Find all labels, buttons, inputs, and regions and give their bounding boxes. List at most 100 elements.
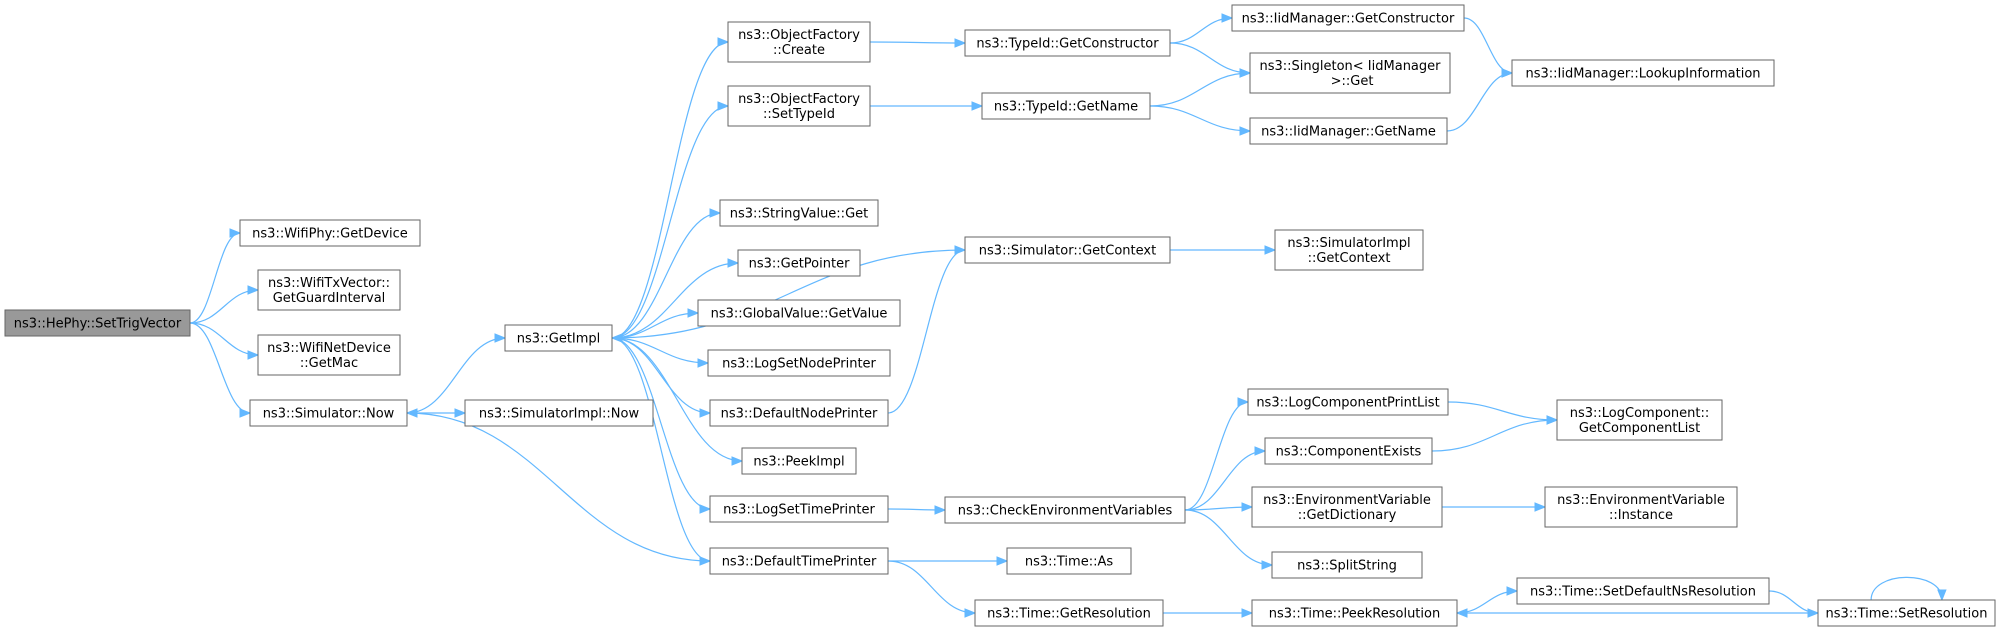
node-envdict[interactable]: ns3::EnvironmentVariable::GetDictionary [1251,486,1443,528]
edge-path-15 [611,337,711,562]
node-envinst[interactable]: ns3::EnvironmentVariable::Instance [1544,486,1738,528]
edge-path-9 [611,262,739,339]
node-compexists[interactable]: ns3::ComponentExists [1264,437,1433,465]
edge-ofsettypeid-to-tidname [870,101,984,111]
node-label-getdevice: ns3::WifiPhy::GetDevice [252,227,408,242]
node-globalget[interactable]: ns3::GlobalValue::GetValue [697,299,901,327]
edge-getimpl-to-globalget [611,308,700,339]
node-timepeekres[interactable]: ns3::Time::PeekResolution [1251,599,1458,627]
node-box-root [4,309,191,337]
node-box-iidctor [1231,4,1465,32]
node-box-envdict [1251,486,1443,528]
node-tidname[interactable]: ns3::TypeId::GetName [981,92,1151,120]
edge-path-1 [189,289,259,324]
node-tidctor[interactable]: ns3::TypeId::GetConstructor [964,29,1171,57]
node-timesetdef[interactable]: ns3::Time::SetDefaultNsResolution [1516,577,1770,605]
node-timegetres[interactable]: ns3::Time::GetResolution [974,599,1164,627]
node-root[interactable]: ns3::HePhy::SetTrigVector [4,309,191,337]
node-splitstring[interactable]: ns3::SplitString [1271,551,1423,579]
edge-arrowhead-11 [697,358,710,368]
node-label-timesetdef: ns3::Time::SetDefaultNsResolution [1530,585,1756,600]
node-deftimeprinter[interactable]: ns3::DefaultTimePrinter [709,547,889,575]
node-iidname[interactable]: ns3::IidManager::GetName [1249,117,1448,145]
node-label-getmac-line-0: ns3::WifiNetDevice [267,341,391,356]
node-label-logtimeprinter: ns3::LogSetTimePrinter [723,503,875,518]
node-box-splitstring [1271,551,1423,579]
node-getmac[interactable]: ns3::WifiNetDevice::GetMac [257,334,401,376]
node-lookup[interactable]: ns3::IidManager::LookupInformation [1511,59,1775,87]
node-timesetres[interactable]: ns3::Time::SetResolution [1817,599,1996,627]
node-box-globalget [697,299,901,327]
node-checkenv[interactable]: ns3::CheckEnvironmentVariables [944,496,1186,524]
node-ofcreate[interactable]: ns3::ObjectFactory::Create [727,21,871,63]
node-box-getpointer [737,249,861,277]
node-label-getcontext: ns3::Simulator::GetContext [979,244,1156,259]
node-getdevice[interactable]: ns3::WifiPhy::GetDevice [239,219,421,247]
node-lognodeprinter[interactable]: ns3::LogSetNodePrinter [707,349,891,377]
node-label-lognodeprinter: ns3::LogSetNodePrinter [722,357,876,372]
edge-path-5 [406,337,506,414]
edge-arrowhead-20 [1239,68,1252,78]
node-label-envinst-line-0: ns3::EnvironmentVariable [1557,493,1725,508]
edge-arrowhead-7 [717,101,730,111]
edge-arrowhead-38 [1241,608,1254,618]
edge-arrowhead-31 [1261,560,1274,570]
node-ofsettypeid[interactable]: ns3::ObjectFactory::SetTypeId [727,85,871,127]
node-box-ofcreate [727,21,871,63]
edge-getcontext-to-getimpl [610,249,966,343]
node-logprintlist[interactable]: ns3::LogComponentPrintList [1247,388,1449,416]
node-label-timeas: ns3::Time::As [1025,555,1114,570]
edge-path-14 [611,337,711,510]
node-implctx[interactable]: ns3::SimulatorImpl::GetContext [1274,229,1424,271]
edge-arrowhead-28 [1237,397,1250,407]
edge-arrowhead-5 [494,333,507,343]
node-label-deftimeprinter: ns3::DefaultTimePrinter [722,555,877,570]
node-stringget[interactable]: ns3::StringValue::Get [719,199,879,227]
edge-arrowhead-14 [699,504,712,514]
node-box-implnow [464,399,654,427]
edge-defnodeprinter-to-getcontext [887,245,967,414]
node-singleton[interactable]: ns3::Singleton< IidManager >::Get [1249,52,1451,94]
edge-arrowhead-6 [717,37,730,47]
edge-iidctor-to-lookup [1463,17,1514,78]
edge-getimpl-to-lognodeprinter [611,337,710,368]
node-label-guardinterval-line-1: GetGuardInterval [273,291,386,306]
edge-path-33 [1431,419,1558,452]
edge-path-7 [611,105,729,339]
edge-arrowhead-16 [954,38,967,48]
node-timeas[interactable]: ns3::Time::As [1006,547,1132,575]
node-now[interactable]: ns3::Simulator::Now [249,399,408,427]
node-box-getimpl [504,324,613,352]
edge-arrowhead-0 [229,228,242,238]
node-label-splitstring: ns3::SplitString [1297,559,1397,574]
node-peekimpl[interactable]: ns3::PeekImpl [741,447,857,475]
edge-tidctor-to-iidctor [1169,13,1234,44]
node-iidctor[interactable]: ns3::IidManager::GetConstructor [1231,4,1465,32]
node-box-tidname [981,92,1151,120]
node-implnow[interactable]: ns3::SimulatorImpl::Now [464,399,654,427]
edge-envdict-to-envinst [1441,502,1547,512]
edge-path-37 [887,560,976,614]
node-guardinterval[interactable]: ns3::WifiTxVector::GetGuardInterval [257,269,401,311]
node-box-envinst [1544,486,1738,528]
node-getcomplist[interactable]: ns3::LogComponent::GetComponentList [1556,399,1723,441]
node-getcontext[interactable]: ns3::Simulator::GetContext [964,236,1171,264]
node-label-implctx-line-0: ns3::SimulatorImpl [1287,236,1410,251]
edge-arrowhead-29 [1254,446,1267,456]
edge-arrowhead-10 [687,308,700,318]
node-logtimeprinter[interactable]: ns3::LogSetTimePrinter [709,495,889,523]
node-defnodeprinter[interactable]: ns3::DefaultNodePrinter [709,399,889,427]
edge-getimpl-to-logtimeprinter [611,337,712,514]
edge-arrowhead-26 [954,245,967,255]
node-label-iidctor: ns3::IidManager::GetConstructor [1242,12,1455,27]
edge-path-29 [1184,450,1266,511]
node-box-logprintlist [1247,388,1449,416]
node-getimpl[interactable]: ns3::GetImpl [504,324,613,352]
node-box-lookup [1511,59,1775,87]
node-label-ofcreate-line-1: ::Create [773,43,825,58]
node-label-defnodeprinter: ns3::DefaultNodePrinter [721,407,878,422]
node-box-deftimeprinter [709,547,889,575]
edge-arrowhead-27 [934,505,947,515]
node-getpointer[interactable]: ns3::GetPointer [737,249,861,277]
